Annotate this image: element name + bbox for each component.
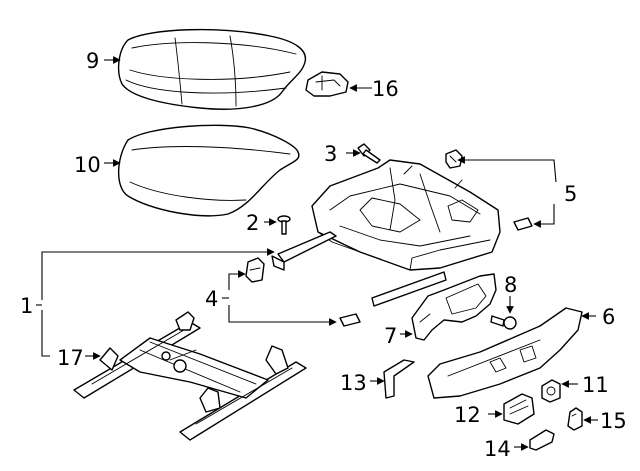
clip-part-16: [305, 71, 349, 97]
callout-2: 2: [246, 211, 259, 235]
callout-17: 17: [57, 346, 84, 370]
leader-5-lower: [533, 204, 555, 228]
leader-4-upper: [228, 270, 246, 290]
callout-14: 14: [484, 437, 511, 461]
callout-7: 7: [384, 324, 397, 348]
leader-4-lower: [228, 305, 337, 326]
knob-part-14: [529, 429, 555, 451]
callout-labels: 9 16 10 3 2 5 1 4 17 8 6 7 13 11 12 15 1…: [20, 49, 627, 461]
callout-11: 11: [582, 373, 609, 397]
bracket-part-13: [383, 359, 415, 399]
clip-part-5-lower: [513, 217, 533, 231]
bolt-part-2: [277, 215, 291, 235]
leader-lines: [36, 56, 598, 451]
bracket-part-7: [411, 273, 497, 341]
leader-5-upper: [457, 156, 557, 183]
callout-10: 10: [74, 153, 101, 177]
seat-frame: [311, 159, 501, 271]
upper-rail-right: [371, 271, 447, 307]
upper-rail-left: [271, 231, 337, 271]
callout-1: 1: [20, 294, 33, 318]
clip-part-4-upper: [245, 257, 265, 283]
callout-8: 8: [504, 273, 517, 297]
seat-pad-part-9: [117, 28, 307, 110]
callout-5: 5: [564, 182, 577, 206]
callout-12: 12: [454, 403, 481, 427]
clip-part-5-upper: [445, 149, 463, 169]
callout-3: 3: [324, 142, 337, 166]
callout-16: 16: [372, 77, 399, 101]
callout-4: 4: [205, 287, 218, 311]
knob-part-15: [567, 407, 583, 431]
callout-6: 6: [602, 305, 615, 329]
screw-part-8: [490, 315, 517, 330]
callout-13: 13: [340, 371, 367, 395]
seat-track-part-17: [73, 311, 307, 441]
leader-1-upper: [41, 248, 275, 300]
leader-1-lower: [41, 310, 50, 357]
switch-part-11: [541, 379, 561, 403]
side-shield-part-6: [427, 307, 583, 399]
bolt-part-3: [357, 143, 381, 164]
clip-part-4-lower: [339, 313, 361, 327]
seat-foam-part-10: [117, 124, 300, 217]
switch-part-12: [503, 393, 535, 425]
callout-9: 9: [86, 49, 99, 73]
callout-15: 15: [600, 409, 627, 433]
